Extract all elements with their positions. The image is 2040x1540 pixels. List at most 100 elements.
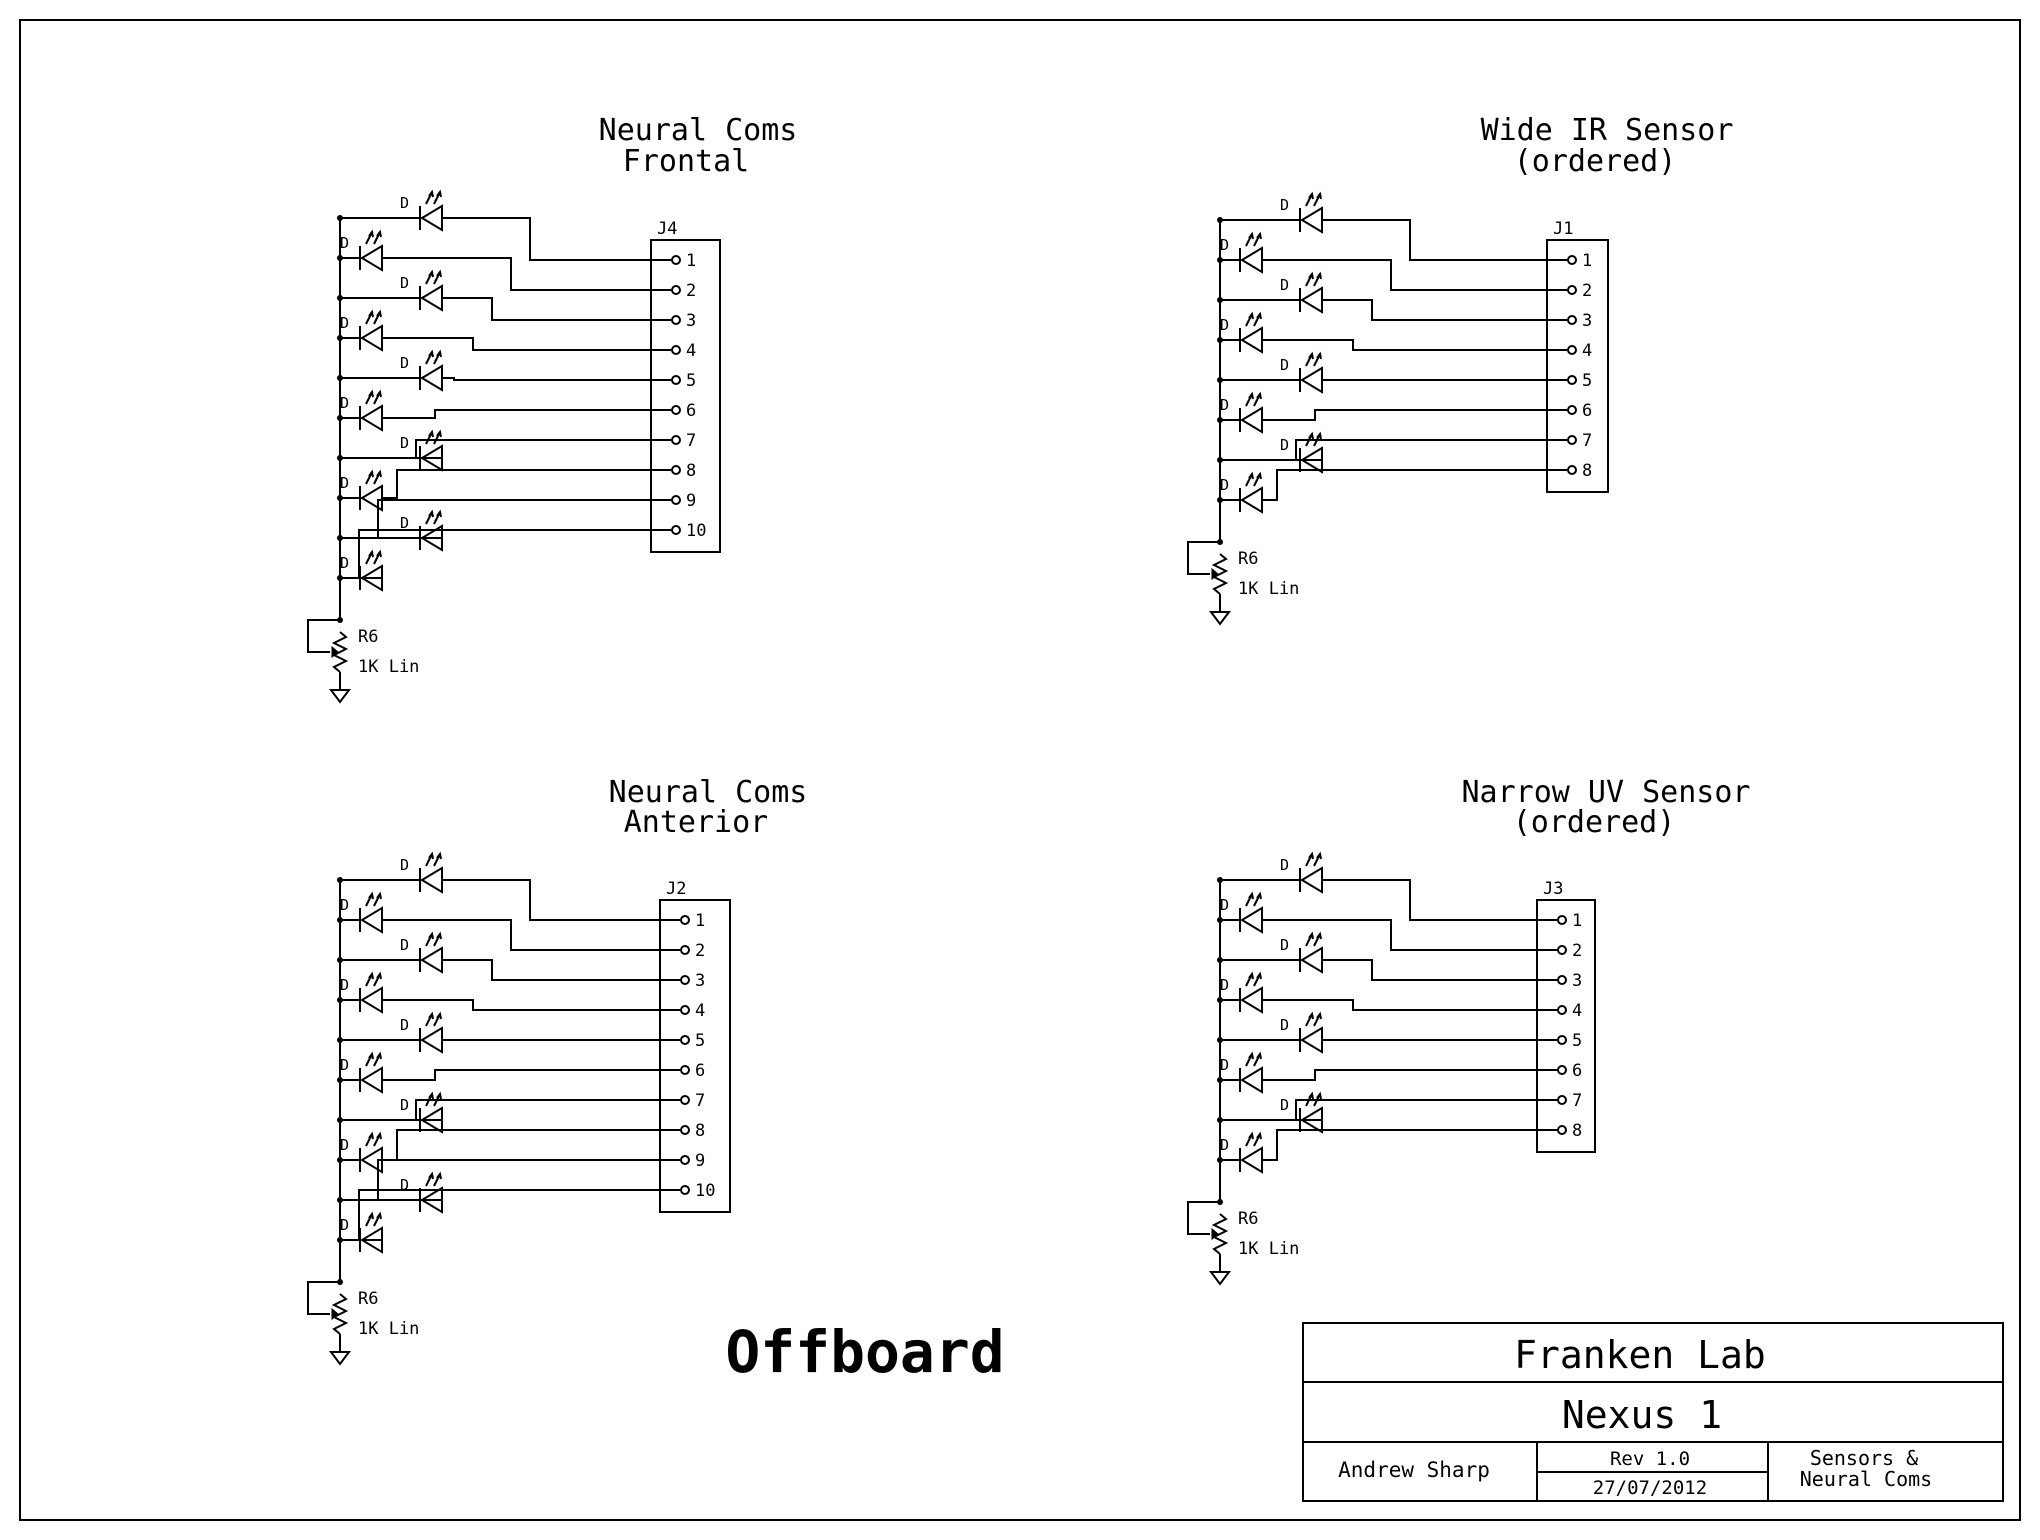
revision-date: 27/07/2012	[1593, 1477, 1707, 1499]
diode-label: D	[1280, 936, 1289, 954]
diode-label: D	[400, 354, 409, 372]
junction-dot	[1217, 877, 1223, 883]
light-arrow-head	[1256, 971, 1262, 980]
resistor-ref: R6	[1238, 549, 1258, 569]
connector-ref: J3	[1543, 879, 1563, 899]
signal-wire	[1295, 439, 1567, 461]
diode-label: D	[400, 1096, 409, 1114]
signal-wire	[358, 1189, 680, 1241]
wiper-arrow	[1211, 1227, 1219, 1241]
signal-wire	[415, 1099, 680, 1121]
pin-number: 2	[686, 281, 696, 301]
connector-body	[1536, 899, 1596, 1153]
light-arrow-head	[376, 1051, 382, 1060]
pin-number: 5	[1572, 1031, 1582, 1051]
light-arrow-head	[368, 549, 374, 558]
light-arrow-head	[1248, 311, 1254, 320]
light-arrow-head	[1316, 1011, 1322, 1020]
pin-number: 2	[1572, 941, 1582, 961]
pin-number: 1	[686, 251, 696, 271]
wiper-wire	[307, 1281, 340, 1315]
wiper-wire	[307, 619, 340, 653]
description-line-2: Neural Coms	[1800, 1467, 1932, 1491]
light-arrow-head	[436, 429, 442, 438]
title-block: Franken Lab Nexus 1 Andrew Sharp Rev 1.0…	[1302, 1322, 2004, 1502]
led-diode: D	[1220, 1131, 1263, 1174]
pin-number: 3	[1582, 311, 1592, 331]
led-diode: D	[340, 229, 383, 272]
signal-wire	[1262, 409, 1567, 421]
light-arrow-head	[1256, 891, 1262, 900]
light-arrow-head	[1308, 191, 1314, 200]
junction-dot	[337, 375, 343, 381]
resistor-value: 1K Lin	[358, 1319, 419, 1339]
signal-wire	[382, 409, 671, 419]
diode-triangle	[360, 1066, 383, 1094]
wiper-wire	[1187, 541, 1220, 575]
ground-triangle	[329, 689, 351, 704]
light-arrow-head	[1308, 1011, 1314, 1020]
project-name: Nexus 1	[1562, 1393, 1722, 1437]
diode-label: D	[1220, 1136, 1229, 1154]
block-subtitle: (ordered)	[1514, 144, 1677, 179]
diode-label: D	[340, 896, 349, 914]
pin-terminal	[671, 405, 681, 415]
diode-label: D	[400, 856, 409, 874]
diode-label: D	[400, 274, 409, 292]
light-arrow-head	[436, 509, 442, 518]
diode-label: D	[400, 514, 409, 532]
pin-number: 2	[695, 941, 705, 961]
pin-number: 6	[1572, 1061, 1582, 1081]
resistor-zigzag	[331, 631, 349, 673]
pin-number: 8	[1582, 461, 1592, 481]
diode-triangle	[1300, 206, 1323, 234]
led-diode: D	[400, 1171, 443, 1214]
diode-triangle	[1300, 286, 1323, 314]
light-arrow-head	[1316, 191, 1322, 200]
light-arrow-head	[428, 1091, 434, 1100]
light-arrow-head	[1308, 931, 1314, 940]
pin-terminal	[680, 915, 690, 925]
pin-number: 8	[695, 1121, 705, 1141]
light-arrow-head	[376, 389, 382, 398]
pin-number: 1	[1582, 251, 1592, 271]
pin-terminal	[671, 315, 681, 325]
diode-label: D	[1280, 1096, 1289, 1114]
pin-terminal	[1557, 1095, 1567, 1105]
light-arrow-head	[1256, 311, 1262, 320]
light-arrow-head	[1256, 471, 1262, 480]
junction-dot	[337, 877, 343, 883]
diode-triangle	[360, 986, 383, 1014]
pin-terminal	[1567, 465, 1577, 475]
ground-symbol	[329, 672, 351, 704]
light-arrow-head	[428, 349, 434, 358]
light-arrow-head	[1316, 271, 1322, 280]
light-arrow-head	[376, 971, 382, 980]
signal-wire	[382, 337, 671, 351]
pin-number: 10	[686, 521, 706, 541]
resistor-zigzag	[1211, 553, 1229, 595]
wiper-wire	[1187, 1201, 1220, 1235]
pin-terminal	[680, 1185, 690, 1195]
light-arrow-head	[1248, 1131, 1254, 1140]
pin-terminal	[671, 465, 681, 475]
pin-terminal	[680, 1095, 690, 1105]
junction-dot	[337, 295, 343, 301]
pin-number: 1	[1572, 911, 1582, 931]
pin-number: 7	[1572, 1091, 1582, 1111]
pin-terminal	[1557, 975, 1567, 985]
led-diode: D	[1280, 271, 1323, 314]
signal-wire	[1295, 1099, 1557, 1121]
signal-wire	[1322, 959, 1557, 981]
diode-label: D	[340, 314, 349, 332]
diode-triangle	[1240, 246, 1263, 274]
light-arrow-head	[436, 269, 442, 278]
light-arrow-head	[1248, 891, 1254, 900]
led-diode: D	[1220, 891, 1263, 934]
light-arrow-head	[1316, 431, 1322, 440]
pin-terminal	[1557, 1035, 1567, 1045]
